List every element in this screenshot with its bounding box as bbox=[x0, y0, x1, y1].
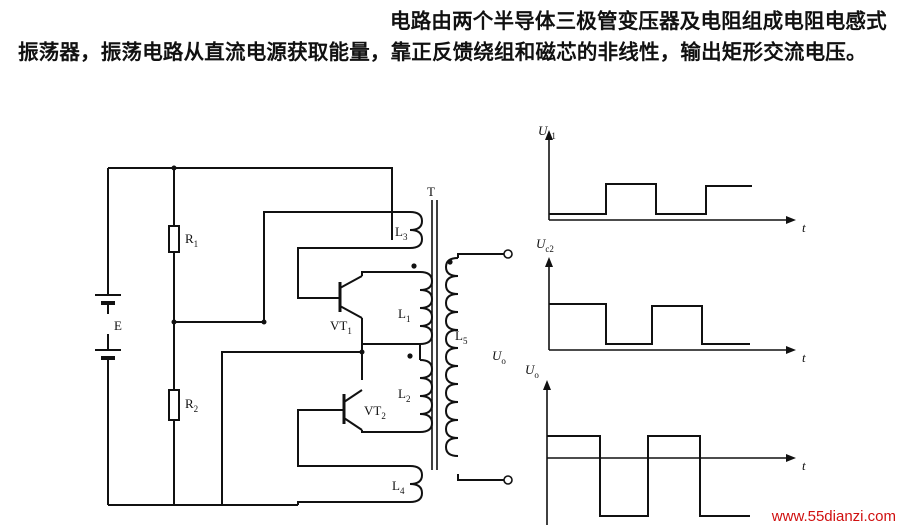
svg-text:Uo: Uo bbox=[525, 362, 539, 380]
waveform-uc2: Uc2 t bbox=[536, 236, 806, 365]
battery-label: E bbox=[114, 318, 122, 333]
svg-text:L1: L1 bbox=[398, 306, 410, 324]
transformer-core: T bbox=[427, 184, 438, 470]
resistor-r1: R1 bbox=[168, 168, 198, 390]
svg-text:VT2: VT2 bbox=[364, 403, 386, 421]
transistor-vt1: VT1 bbox=[330, 271, 420, 380]
watermark-text: www.55dianzi.com bbox=[771, 508, 896, 525]
svg-text:t: t bbox=[802, 220, 806, 235]
svg-text:Uc1: Uc1 bbox=[538, 123, 556, 141]
svg-text:L5: L5 bbox=[455, 328, 468, 346]
waveform-uc1: Uc1 t bbox=[538, 123, 806, 235]
svg-text:Uo: Uo bbox=[492, 348, 506, 366]
svg-text:L3: L3 bbox=[395, 224, 408, 242]
svg-text:L2: L2 bbox=[398, 386, 410, 404]
svg-text:T: T bbox=[427, 184, 435, 199]
waveform-uo: Uo t bbox=[525, 362, 806, 525]
svg-text:L4: L4 bbox=[392, 478, 405, 496]
bias-wires bbox=[174, 211, 410, 505]
junction-dots bbox=[171, 165, 365, 355]
winding-l2: L2 bbox=[362, 343, 434, 433]
svg-text:Uc2: Uc2 bbox=[536, 236, 554, 254]
resistor-r2: R2 bbox=[168, 389, 198, 505]
winding-l5: L5 Uo bbox=[444, 249, 513, 485]
power-supply-wires bbox=[107, 167, 393, 506]
description-text: 电路由两个半导体三极管变压器及电阻组成电阻电感式振荡器，振荡电路从直流电源获取能… bbox=[18, 9, 887, 64]
svg-text:t: t bbox=[802, 350, 806, 365]
transistor-vt2: VT2 bbox=[342, 389, 420, 433]
battery-e: E bbox=[95, 294, 122, 360]
svg-text:R2: R2 bbox=[185, 396, 198, 414]
svg-text:R1: R1 bbox=[185, 231, 198, 249]
winding-l4: L4 bbox=[297, 409, 424, 505]
svg-text:VT1: VT1 bbox=[330, 318, 352, 336]
svg-text:t: t bbox=[802, 458, 806, 473]
winding-l1: L1 bbox=[398, 263, 434, 345]
winding-l3: L3 bbox=[297, 211, 424, 299]
